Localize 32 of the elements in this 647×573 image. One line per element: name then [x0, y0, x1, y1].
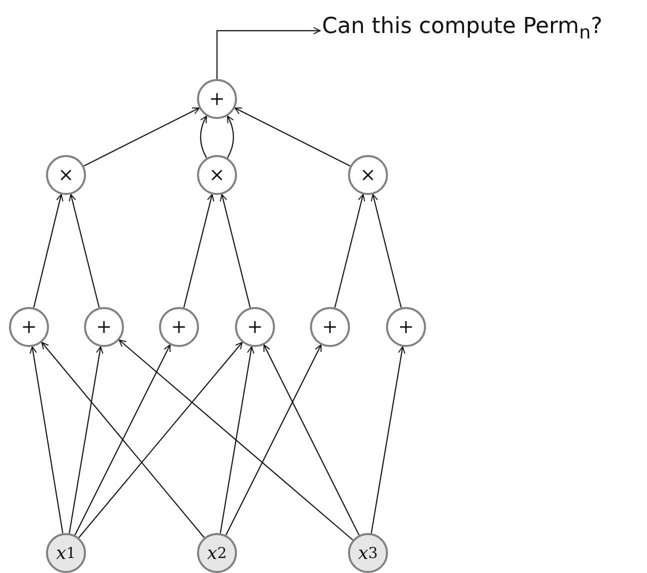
sum-gate: + — [310, 307, 350, 347]
arrow — [220, 346, 254, 534]
question-text: Can this compute Perm$_{n}$? — [322, 14, 602, 44]
arrow — [33, 194, 64, 308]
sum-gate: + — [386, 307, 426, 347]
arrow — [118, 340, 354, 540]
arrow — [334, 194, 366, 308]
sum-gate: + — [9, 307, 49, 347]
arrow — [78, 342, 243, 538]
arrow — [216, 27, 320, 79]
arrow — [74, 344, 171, 536]
product-gate: × — [348, 155, 388, 195]
sum-gate: + — [84, 307, 124, 347]
product-gate: × — [197, 155, 237, 195]
arrow — [183, 194, 214, 308]
arrow — [41, 342, 205, 538]
sum-gate: + — [235, 307, 275, 347]
arrow — [68, 194, 100, 308]
arrow — [225, 344, 322, 536]
arrow — [226, 116, 234, 158]
arrow — [234, 108, 350, 166]
arrow — [370, 194, 402, 308]
sum-gate: + — [197, 79, 237, 119]
arrow — [370, 346, 406, 534]
product-gate: × — [46, 155, 86, 195]
arrow — [68, 346, 104, 534]
sum-gate: + — [159, 307, 199, 347]
arrow — [220, 194, 251, 308]
arrow — [200, 116, 208, 158]
arrow — [30, 346, 64, 534]
arrow — [84, 108, 200, 166]
arrow — [263, 344, 360, 536]
